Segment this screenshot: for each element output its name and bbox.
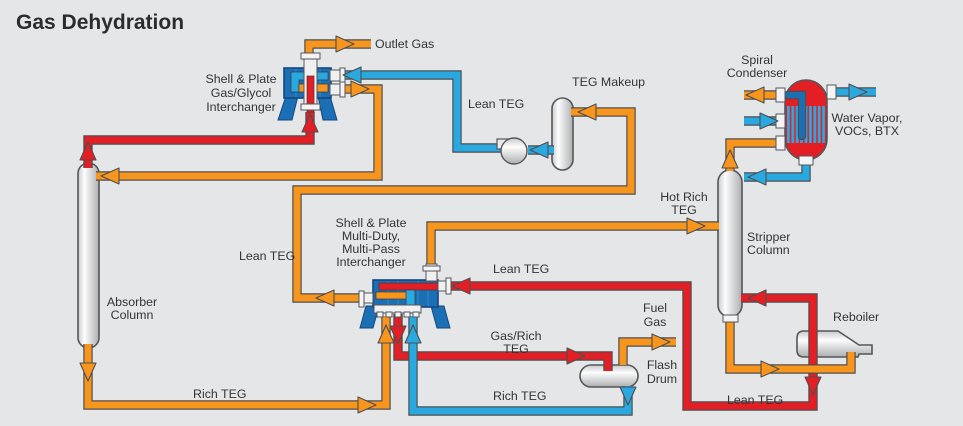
label-spiral-condenser-1: Spiral (741, 53, 773, 67)
label-hot-rich-teg-2: TEG (671, 203, 696, 217)
arrow-gas-up-interchanger (301, 113, 319, 133)
arrow-lean-teg-into-multi (451, 277, 471, 295)
label-fuel-gas-1: Fuel (643, 301, 667, 315)
label-stripper-2: Column (747, 243, 790, 257)
arrow-hot-rich-into-stripper (686, 217, 706, 235)
page-title: Gas Dehydration (16, 11, 184, 34)
label-lean-teg-bottom: Lean TEG (727, 393, 783, 407)
pipe-lean-teg-to-makeup (293, 108, 635, 302)
interchanger-cool-riser (405, 289, 416, 308)
condenser-inner-tube (785, 92, 805, 139)
arrow-into-flash-drum (566, 347, 586, 365)
arrow-into-absorber (100, 167, 120, 185)
label-gas-rich-teg-2: TEG (503, 342, 528, 356)
label-flash-drum-1: Flash (647, 358, 677, 372)
label-fuel-gas-2: Gas (644, 315, 667, 329)
arrow-fuel-gas (651, 333, 671, 351)
arrow-lean-teg-out (315, 289, 335, 307)
label-gas-rich-teg-1: Gas/Rich (491, 329, 542, 343)
interchanger-cool-channel (290, 71, 329, 93)
teg-pump (496, 137, 528, 165)
arrow-condenser-liquid-out (745, 86, 765, 104)
arrow-outlet-gas (335, 35, 355, 53)
arrow-flash-return-up (404, 324, 422, 344)
interchanger-rich-channel (375, 291, 411, 300)
pipe-stripper-bottoms-to-reboiler (726, 319, 855, 373)
pipe-lean-teg-pump-discharge (343, 71, 506, 152)
label-gas-glycol-1: Shell & Plate (206, 72, 277, 86)
label-flash-drum-2: Drum (647, 372, 677, 386)
label-rich-teg: Rich TEG (193, 387, 246, 401)
label-lean-teg-pump: Lean TEG (468, 97, 524, 111)
label-lean-teg-hot: Lean TEG (493, 262, 549, 276)
arrow-flash-bottoms-down (619, 386, 637, 406)
label-lean-teg-mid: Lean TEG (239, 249, 295, 263)
arrow-rich-teg-down (79, 362, 97, 382)
label-absorber-1: Absorber (107, 295, 157, 309)
label-gas-glycol-3: Interchanger (206, 100, 276, 114)
gas-glycol-interchanger (277, 52, 346, 121)
teg-makeup-vessel (551, 97, 574, 171)
arrow-reboiler-return (747, 289, 767, 307)
label-hot-rich-teg-1: Hot Rich (660, 190, 708, 204)
arrow-bottoms-to-reboiler (760, 360, 780, 378)
stripper-bottom-flange (722, 314, 739, 323)
arrow-gas-out-interchanger (350, 80, 370, 98)
label-gas-glycol-2: Gas/Glycol (211, 86, 272, 100)
label-teg-makeup: TEG Makeup (572, 75, 645, 89)
interchanger-hot-channel (378, 282, 439, 291)
arrow-rich-teg-right (357, 396, 377, 414)
arrow-lean-teg-from-reboiler (804, 376, 822, 396)
arrow-absorber-overhead (79, 141, 97, 161)
label-outlet-gas: Outlet Gas (375, 37, 434, 51)
label-stripper-1: Stripper (747, 230, 790, 244)
pipe-hot-lean-teg-reboiler-loop (450, 282, 817, 410)
arrow-water-vapor-out (848, 83, 868, 101)
stripper-column-vessel (717, 169, 743, 318)
interchanger-hot-gas-core (306, 75, 315, 113)
arrow-rich-teg-up (377, 324, 395, 344)
label-absorber-2: Column (111, 308, 154, 322)
arrow-into-teg-makeup (577, 103, 597, 121)
arrow-makeup-to-pump (529, 141, 549, 159)
multi-pass-interchanger (358, 263, 452, 329)
label-water-vapor-1: Water Vapor, (832, 111, 903, 125)
pipe-hot-rich-teg-to-stripper (427, 222, 719, 267)
label-multi-3: Multi-Pass (342, 242, 400, 256)
label-multi-1: Shell & Plate (336, 216, 407, 230)
arrow-gas-rich-down (389, 325, 407, 345)
label-multi-2: Multi-Duty, (342, 229, 400, 243)
absorber-column-vessel (77, 162, 100, 349)
arrow-vapor-into-condenser (759, 112, 779, 130)
label-water-vapor-2: VOCs, BTX (835, 124, 899, 138)
arrow-stripper-overhead-up (721, 149, 739, 169)
label-reboiler: Reboiler (833, 310, 879, 324)
label-multi-4: Interchanger (336, 255, 406, 269)
arrow-lean-teg-into-interchanger (342, 66, 362, 84)
flow-arrows (79, 35, 868, 414)
spiral-condenser-vessel (775, 79, 837, 166)
label-spiral-condenser-2: Condenser (727, 66, 788, 80)
arrow-condensate-into-stripper (747, 168, 767, 186)
label-rich-teg-flash: Rich TEG (493, 389, 546, 403)
